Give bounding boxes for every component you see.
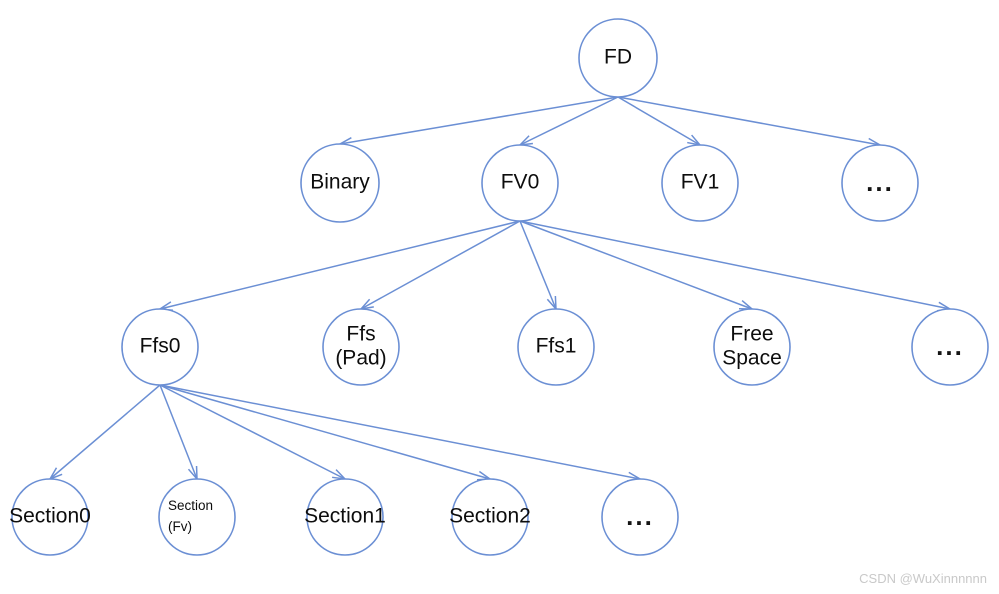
- ellipsis-glyph: ...: [936, 331, 964, 361]
- edge-ffs0-to-section1: [159, 384, 348, 481]
- node-label-fd: FD: [604, 46, 632, 69]
- edge-ffs0-to-section2: [159, 384, 493, 481]
- watermark-text: CSDN @WuXinnnnnn: [859, 571, 987, 586]
- node-section1[interactable]: Section1: [304, 478, 386, 556]
- edges-layer: [48, 96, 953, 482]
- edge-fd-to-fv-more: [617, 96, 883, 148]
- edge-fv0-to-free-space: [519, 220, 755, 310]
- node-circle-section-fv[interactable]: [158, 478, 236, 556]
- edge-fv0-to-ffs-pad: [359, 220, 521, 311]
- node-label-ffs-pad: (Pad): [335, 347, 386, 370]
- edge-fd-to-binary: [337, 96, 619, 147]
- node-circle-fd[interactable]: [578, 18, 658, 98]
- node-label-ffs-pad: Ffs: [346, 323, 375, 346]
- edge-fv0-to-ffs1: [519, 220, 557, 312]
- node-label-section1: Section1: [304, 505, 386, 528]
- node-section-fv[interactable]: Section (Fv): [158, 478, 236, 556]
- node-fv0[interactable]: FV0: [481, 144, 559, 222]
- node-circle-ffs-pad[interactable]: [322, 308, 400, 386]
- node-circle-binary[interactable]: [300, 143, 380, 223]
- node-ffs1[interactable]: Ffs1: [517, 308, 595, 386]
- edge-fv0-to-ffs-more: [519, 220, 953, 312]
- node-circle-section1[interactable]: [306, 478, 384, 556]
- edge-fv0-to-ffs0: [157, 220, 521, 312]
- node-label-section0: Section0: [9, 505, 91, 528]
- node-circle-free-space[interactable]: [713, 308, 791, 386]
- node-ffs0[interactable]: Ffs0: [121, 308, 199, 386]
- node-label-section-fv: Section: [168, 498, 213, 513]
- ellipsis-glyph: ...: [866, 167, 894, 197]
- node-circle-section0[interactable]: [11, 478, 89, 556]
- node-label-free-space: Space: [722, 347, 782, 370]
- nodes-layer: FD Binary FV0 FV1... Ffs0 Ffs(Pad) Ffs1 FreeSpa…: [9, 18, 989, 556]
- node-label-fv0: FV0: [501, 171, 540, 194]
- node-circle-ffs1[interactable]: [517, 308, 595, 386]
- edge-ffs0-to-section0: [48, 384, 161, 481]
- node-fd[interactable]: FD: [578, 18, 658, 98]
- node-label-ffs0: Ffs0: [140, 335, 181, 358]
- edge-ffs0-to-section-fv: [159, 384, 198, 482]
- node-label-free-space: Free: [730, 323, 773, 346]
- node-circle-sec-more[interactable]: [601, 478, 679, 556]
- node-label-binary: Binary: [310, 171, 370, 194]
- node-label-ffs1: Ffs1: [536, 335, 577, 358]
- edge-ffs0-to-sec-more: [159, 384, 643, 482]
- node-circle-section2[interactable]: [451, 478, 529, 556]
- node-sec-more[interactable]: ...: [601, 478, 679, 556]
- edge-fd-to-fv0: [517, 96, 619, 146]
- node-label-section-fv: (Fv): [168, 519, 192, 534]
- node-circle-fv1[interactable]: [661, 144, 739, 222]
- node-fv-more[interactable]: ...: [841, 144, 919, 222]
- node-label-fv1: FV1: [681, 171, 720, 194]
- node-fv1[interactable]: FV1: [661, 144, 739, 222]
- node-ffs-pad[interactable]: Ffs(Pad): [322, 308, 400, 386]
- node-ffs-more[interactable]: ...: [911, 308, 989, 386]
- node-binary[interactable]: Binary: [300, 143, 380, 223]
- node-section2[interactable]: Section2: [449, 478, 531, 556]
- ellipsis-glyph: ...: [626, 501, 654, 531]
- node-circle-ffs0[interactable]: [121, 308, 199, 386]
- node-circle-ffs-more[interactable]: [911, 308, 989, 386]
- node-circle-fv-more[interactable]: [841, 144, 919, 222]
- node-section0[interactable]: Section0: [9, 478, 91, 556]
- node-label-section2: Section2: [449, 505, 531, 528]
- node-circle-fv0[interactable]: [481, 144, 559, 222]
